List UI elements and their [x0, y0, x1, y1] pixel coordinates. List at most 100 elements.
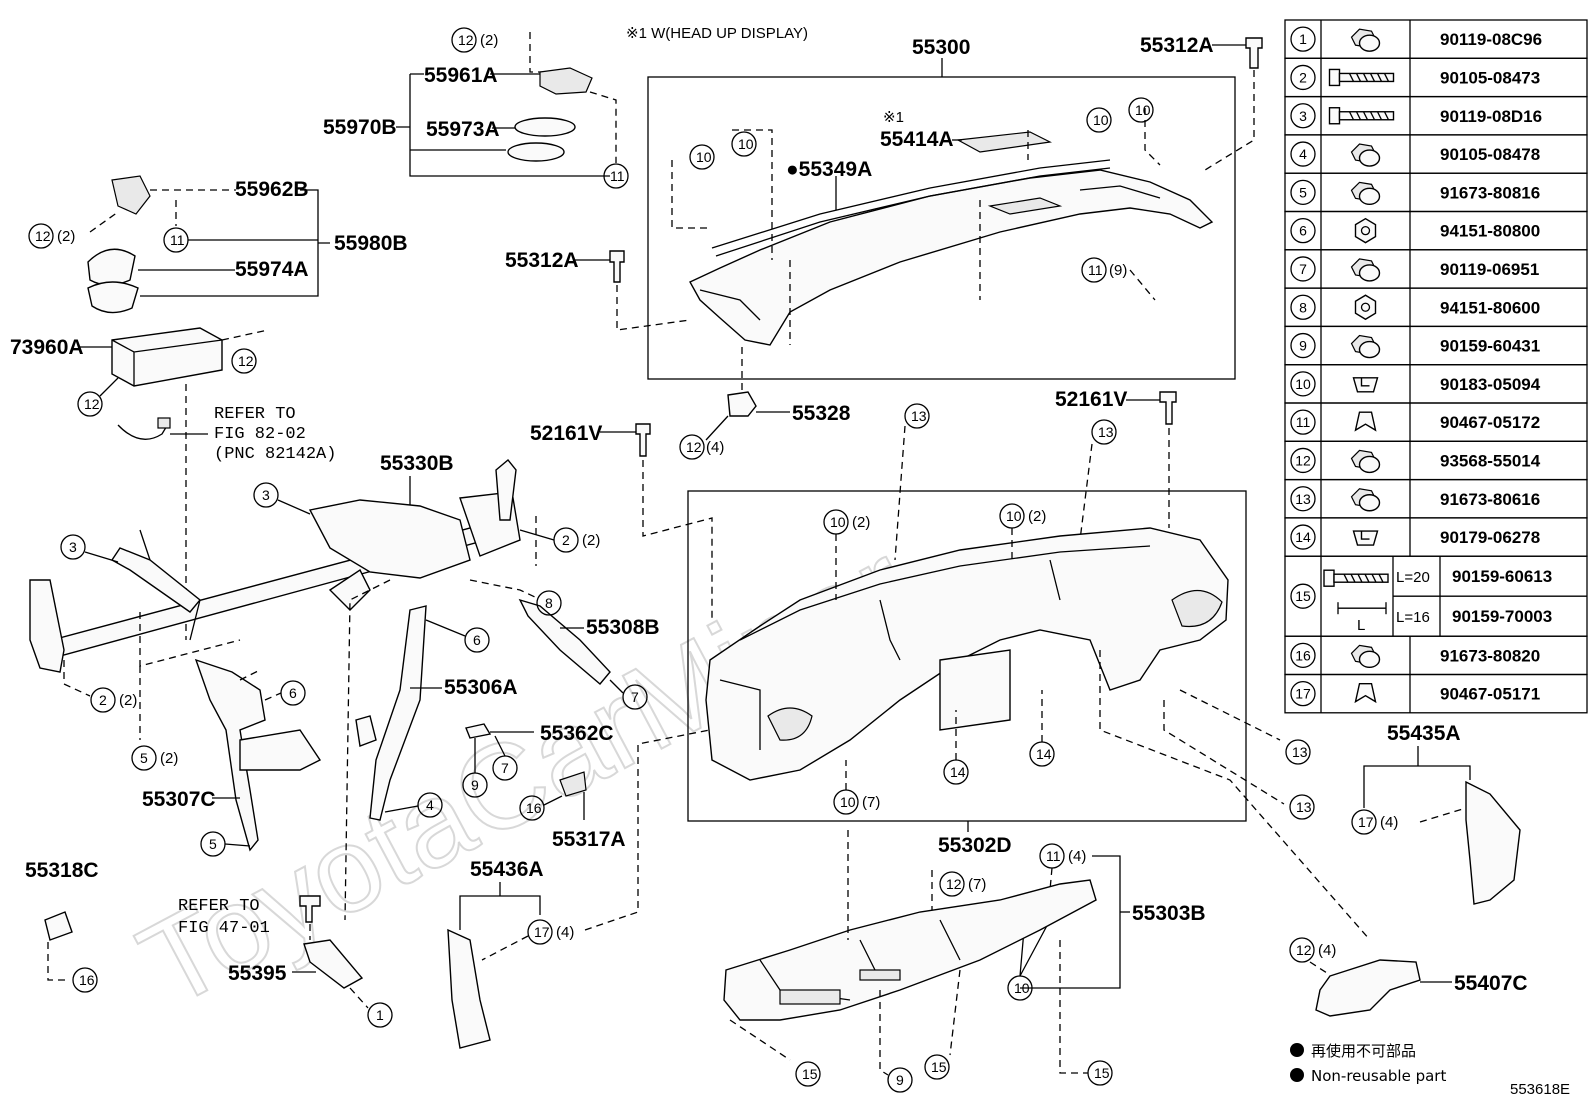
callout-12-b[interactable]: 12 — [28, 223, 54, 249]
bracket-55307C — [194, 658, 266, 852]
fastener-part-number[interactable]: 90119-06951 — [1440, 260, 1539, 279]
fastener-part-number[interactable]: 94151-80800 — [1440, 222, 1540, 241]
fastener-part-number[interactable]: 90119-08D16 — [1440, 107, 1542, 126]
callout-12-55328[interactable]: 12 — [679, 434, 705, 460]
label-55362C[interactable]: 55362C — [540, 722, 614, 745]
callout-3-a[interactable]: 3 — [253, 482, 279, 508]
callout-4[interactable]: 4 — [417, 792, 443, 818]
label-52161V-right[interactable]: 52161V — [1055, 388, 1127, 411]
qty-2-2-a: (2) — [582, 532, 600, 549]
fastener-part-number[interactable]: 90467-05172 — [1440, 413, 1540, 432]
label-55435A[interactable]: 55435A — [1387, 722, 1461, 745]
label-55318C[interactable]: 55318C — [25, 859, 99, 882]
callout-12-c[interactable]: 12 — [231, 348, 257, 374]
fastener-part-number[interactable]: 91673-80616 — [1440, 490, 1540, 509]
callout-10-d[interactable]: 10 — [1128, 97, 1154, 123]
callout-10-b[interactable]: 10 — [731, 131, 757, 157]
label-55407C[interactable]: 55407C — [1454, 972, 1528, 995]
callout-13-b[interactable]: 13 — [1091, 419, 1117, 445]
callout-6-a[interactable]: 6 — [464, 627, 490, 653]
callout-12-f[interactable]: 12 — [1289, 937, 1315, 963]
svg-text:3: 3 — [262, 487, 270, 503]
callout-9-b[interactable]: 9 — [887, 1067, 913, 1093]
callout-15-c[interactable]: 15 — [1087, 1060, 1113, 1086]
clip-refer-47-01 — [299, 895, 321, 923]
fastener-part-number[interactable]: 91673-80820 — [1440, 646, 1540, 665]
callout-11-a[interactable]: 11 — [1081, 257, 1107, 283]
label-55436A[interactable]: 55436A — [470, 858, 544, 881]
label-55312A-top[interactable]: 55312A — [1140, 34, 1214, 57]
label-55395[interactable]: 55395 — [228, 962, 287, 985]
callout-7-a[interactable]: 7 — [622, 684, 648, 710]
fastener-part-number[interactable]: 90119-08C96 — [1440, 30, 1542, 49]
callout-12-top[interactable]: 12 — [451, 27, 477, 53]
label-55312A-left[interactable]: 55312A — [505, 249, 579, 272]
callout-15-a[interactable]: 15 — [795, 1061, 821, 1087]
label-55980B[interactable]: 55980B — [334, 232, 408, 255]
callout-16-b[interactable]: 16 — [72, 967, 98, 993]
callout-12-d[interactable]: 12 — [77, 391, 103, 417]
label-55328[interactable]: 55328 — [792, 402, 851, 425]
fastener-part-number[interactable]: 94151-80600 — [1440, 298, 1540, 317]
callout-10-a[interactable]: 10 — [689, 144, 715, 170]
ref-line-1c: (PNC 82142A) — [214, 445, 336, 464]
fastener-part-number[interactable]: 90105-08473 — [1440, 68, 1540, 87]
label-55961A[interactable]: 55961A — [424, 64, 498, 87]
label-55970B[interactable]: 55970B — [323, 116, 397, 139]
callout-15-b[interactable]: 15 — [924, 1054, 950, 1080]
fastener-part-number[interactable]: 90467-05171 — [1440, 685, 1540, 704]
label-55962B[interactable]: 55962B — [235, 178, 309, 201]
callout-17-b[interactable]: 17 — [1351, 809, 1377, 835]
callout-10-f[interactable]: 10 — [999, 503, 1025, 529]
callout-14-a[interactable]: 14 — [943, 759, 969, 785]
hud-ring — [507, 142, 565, 162]
label-73960A[interactable]: 73960A — [10, 336, 84, 359]
callout-3-b[interactable]: 3 — [60, 534, 86, 560]
callout-10-h[interactable]: 10 — [1007, 975, 1033, 1001]
callout-17-a[interactable]: 17 — [527, 919, 553, 945]
label-55302D[interactable]: 55302D — [938, 834, 1012, 857]
callout-12-e[interactable]: 12 — [939, 871, 965, 897]
callout-2-a[interactable]: 2 — [553, 527, 579, 553]
dimension-label: L — [1357, 617, 1365, 634]
callout-5-a[interactable]: 5 — [131, 745, 157, 771]
label-55330B[interactable]: 55330B — [380, 452, 454, 475]
label-55974A[interactable]: 55974A — [235, 258, 309, 281]
fastener-part-number[interactable]: 90159-70003 — [1452, 607, 1552, 626]
fastener-part-number[interactable]: 90159-60613 — [1452, 567, 1552, 586]
label-55307C[interactable]: 55307C — [142, 788, 216, 811]
fastener-part-number[interactable]: 93568-55014 — [1440, 451, 1541, 470]
fastener-part-number[interactable]: 90159-60431 — [1440, 337, 1540, 356]
label-55303B[interactable]: 55303B — [1132, 902, 1206, 925]
callout-13-d[interactable]: 13 — [1289, 794, 1315, 820]
label-55317A[interactable]: 55317A — [552, 828, 626, 851]
label-55308B[interactable]: 55308B — [586, 616, 660, 639]
fastener-part-number[interactable]: 91673-80816 — [1440, 183, 1540, 202]
callout-13-c[interactable]: 13 — [1285, 739, 1311, 765]
label-55349A[interactable]: ●55349A — [786, 158, 872, 181]
label-55306A[interactable]: 55306A — [444, 676, 518, 699]
label-52161V-left[interactable]: 52161V — [530, 422, 602, 445]
callout-11-c[interactable]: 11 — [1039, 843, 1065, 869]
label-55973A[interactable]: 55973A — [426, 118, 500, 141]
label-55300[interactable]: 55300 — [912, 36, 970, 59]
callout-14-b[interactable]: 14 — [1029, 741, 1055, 767]
label-55414A[interactable]: 55414A — [880, 128, 954, 151]
fastener-part-number[interactable]: 90105-08478 — [1440, 145, 1540, 164]
fastener-part-number[interactable]: 90183-05094 — [1440, 375, 1541, 394]
callout-6-b[interactable]: 6 — [280, 680, 306, 706]
callout-13-a[interactable]: 13 — [904, 403, 930, 429]
callout-5-b[interactable]: 5 — [200, 831, 226, 857]
callout-11-b[interactable]: 11 — [163, 227, 189, 253]
callout-10-e[interactable]: 10 — [823, 509, 849, 535]
callout-10-c[interactable]: 10 — [1086, 107, 1112, 133]
callout-2-b[interactable]: 2 — [90, 687, 116, 713]
fastener-part-number[interactable]: 90179-06278 — [1440, 528, 1540, 547]
callout-16-a[interactable]: 16 — [519, 795, 545, 821]
callout-1[interactable]: 1 — [367, 1002, 393, 1028]
callout-11-top[interactable]: 11 — [603, 163, 629, 189]
callout-10-g[interactable]: 10 — [833, 789, 859, 815]
svg-text:5: 5 — [209, 836, 217, 852]
callout-8[interactable]: 8 — [536, 590, 562, 616]
